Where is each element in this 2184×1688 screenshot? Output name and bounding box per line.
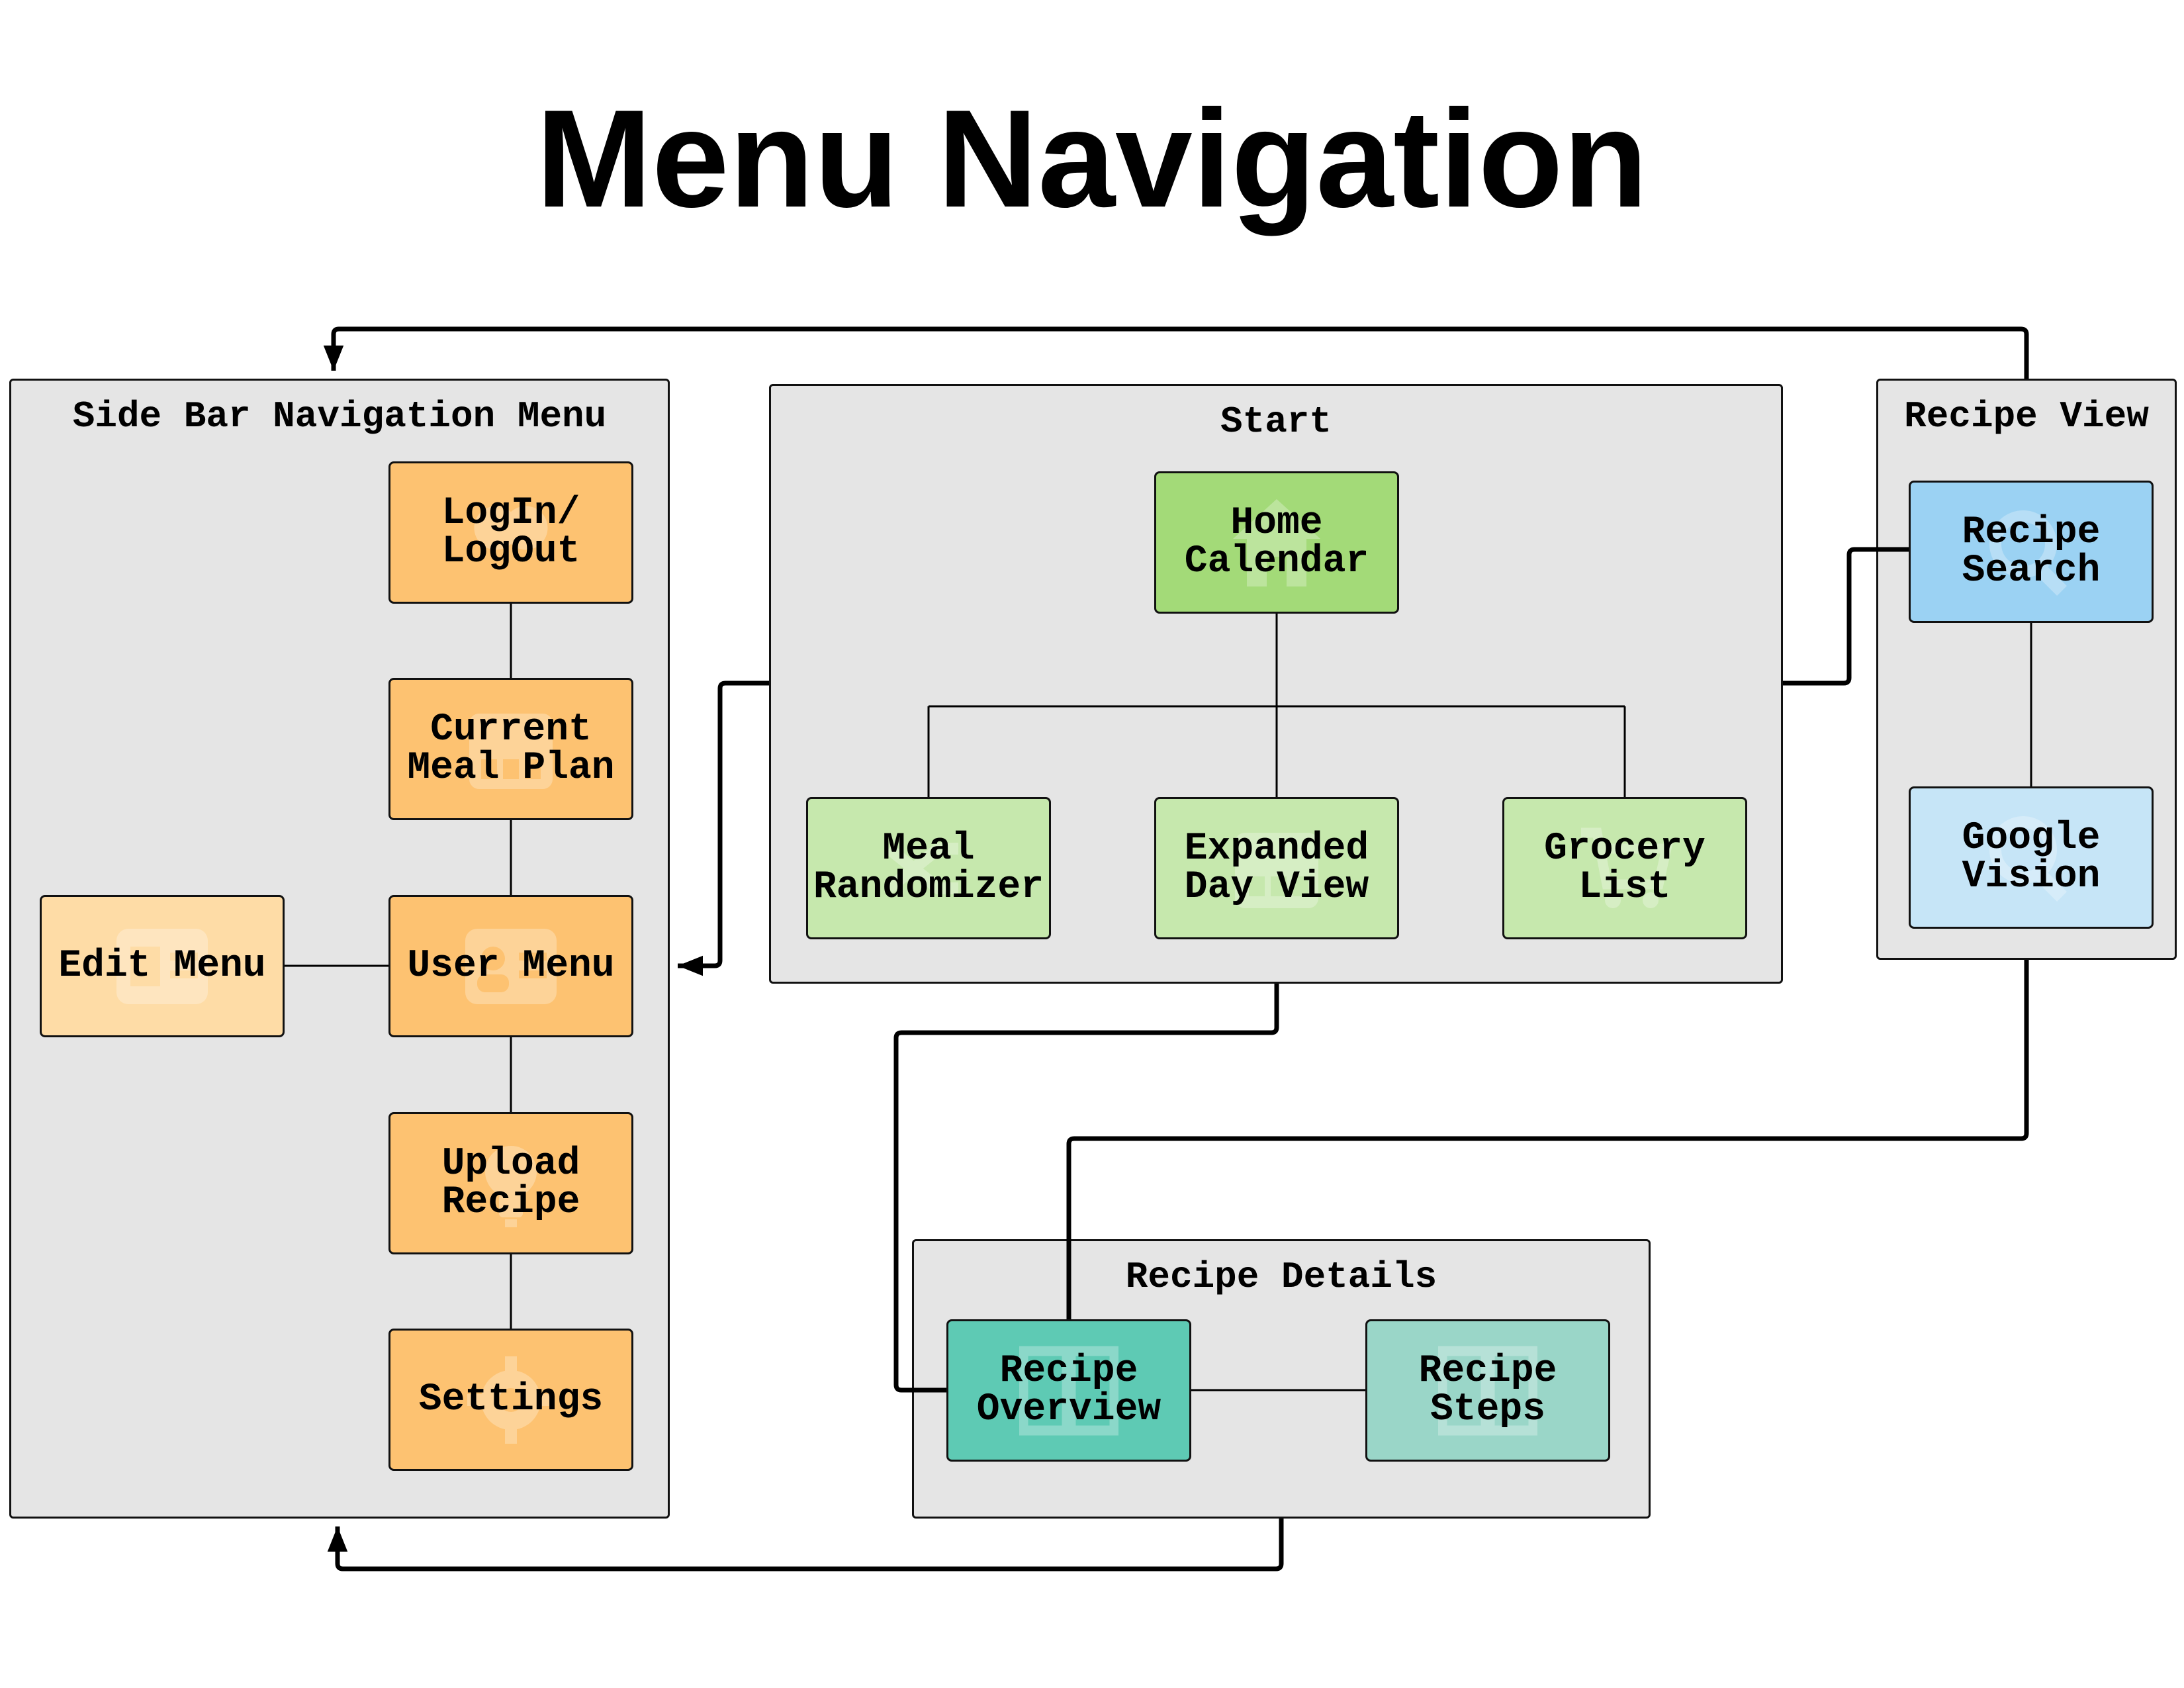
node-label: Upload Recipe <box>441 1142 580 1224</box>
group-title: Recipe Details <box>1125 1256 1437 1298</box>
node-edit-menu[interactable]: Edit Menu <box>40 895 285 1037</box>
node-user-menu[interactable]: User Menu <box>388 895 633 1037</box>
node-current-meal-plan[interactable]: Current Meal Plan <box>388 678 633 820</box>
node-label: Current Meal Plan <box>407 708 615 790</box>
node-login-logout[interactable]: LogIn/ LogOut <box>388 461 633 604</box>
node-recipe-steps[interactable]: Recipe Steps <box>1365 1319 1610 1462</box>
node-label: Expanded Day View <box>1184 827 1369 909</box>
node-label: User Menu <box>407 944 615 988</box>
group-title: Recipe View <box>1904 395 2149 438</box>
node-label: Recipe Overview <box>976 1349 1161 1431</box>
node-upload-recipe[interactable]: Upload Recipe <box>388 1112 633 1254</box>
node-label: Recipe Steps <box>1418 1349 1557 1431</box>
node-settings[interactable]: Settings <box>388 1329 633 1471</box>
node-home-calendar[interactable]: Home Calendar <box>1154 471 1399 614</box>
node-meal-randomizer[interactable]: Meal Randomizer <box>806 797 1051 939</box>
node-label: Grocery List <box>1544 827 1706 909</box>
node-label: Home Calendar <box>1184 501 1369 583</box>
node-label: Settings <box>418 1378 604 1421</box>
page-title: Menu Navigation <box>535 81 1649 236</box>
node-google-vision[interactable]: Google Vision <box>1909 786 2154 929</box>
node-label: Edit Menu <box>58 944 266 988</box>
node-recipe-overview[interactable]: Recipe Overview <box>946 1319 1191 1462</box>
group-title: Start <box>1220 400 1332 443</box>
node-label: Recipe Search <box>1962 510 2101 592</box>
node-expanded-day-view[interactable]: Expanded Day View <box>1154 797 1399 939</box>
node-grocery-list[interactable]: Grocery List <box>1502 797 1747 939</box>
node-label: Google Vision <box>1962 816 2101 898</box>
group-title: Side Bar Navigation Menu <box>72 395 607 438</box>
node-recipe-search[interactable]: Recipe Search <box>1909 481 2154 623</box>
node-label: LogIn/ LogOut <box>441 491 580 573</box>
node-label: Meal Randomizer <box>813 827 1044 909</box>
